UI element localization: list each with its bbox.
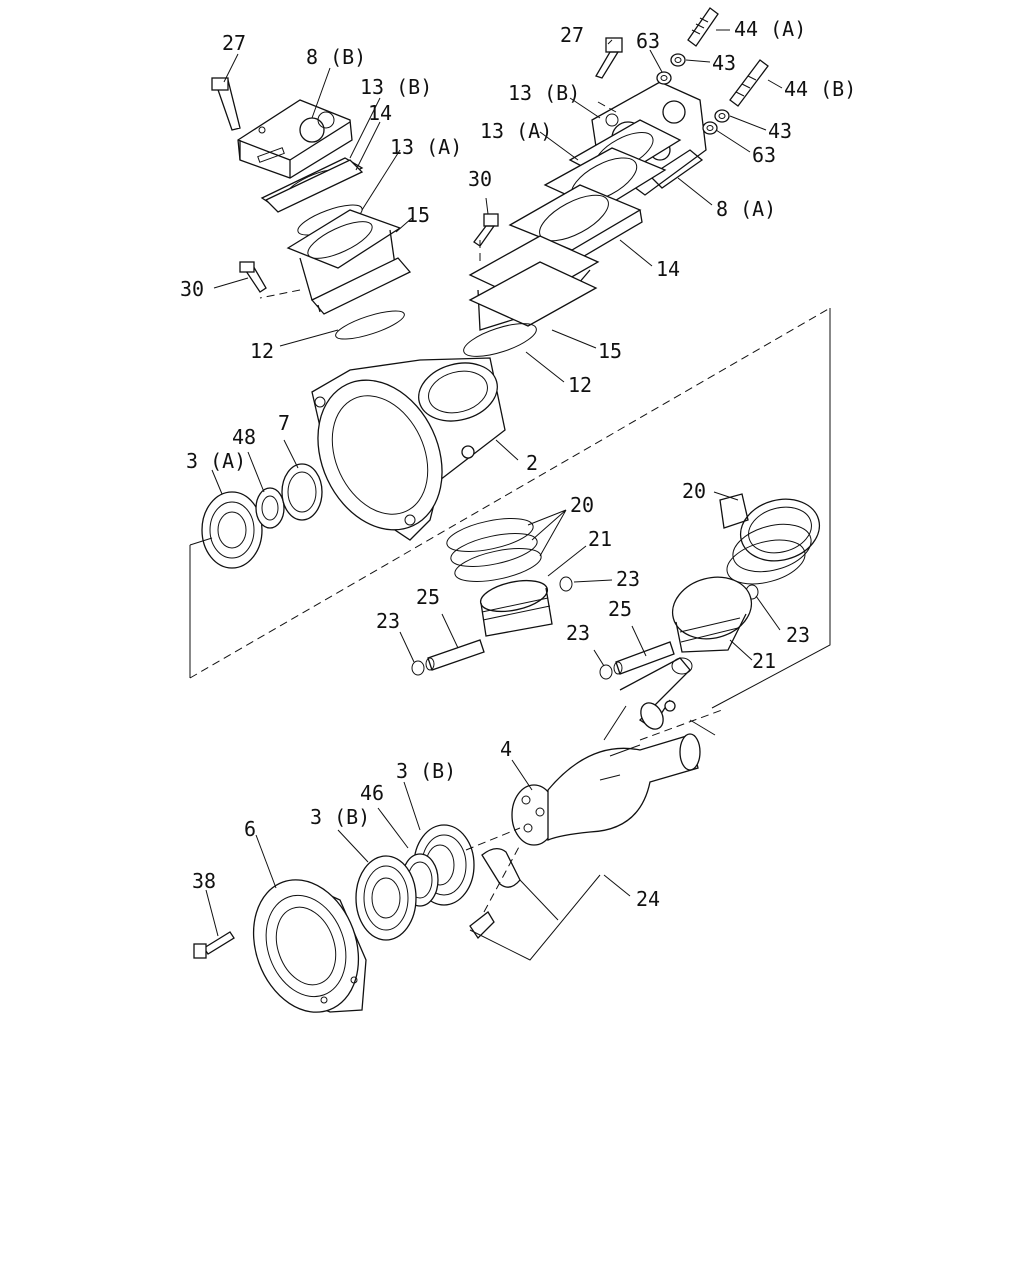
snap-ring-23-mid bbox=[559, 576, 573, 592]
label-25-left: 25 bbox=[416, 585, 440, 609]
ring-48 bbox=[255, 487, 285, 529]
leader-lines bbox=[205, 29, 783, 937]
connecting-rod bbox=[619, 657, 693, 730]
snap-ring-23-right2 bbox=[599, 664, 613, 680]
label-44b: 44 (B) bbox=[784, 77, 856, 101]
snap-ring-23-left bbox=[411, 660, 425, 676]
label-38: 38 bbox=[192, 869, 216, 893]
valve-plate-14-left bbox=[264, 159, 364, 213]
label-24: 24 bbox=[636, 887, 660, 911]
label-3b-right: 3 (B) bbox=[396, 759, 456, 783]
label-30-left: 30 bbox=[180, 277, 204, 301]
washer-43-right bbox=[714, 109, 730, 123]
label-4: 4 bbox=[500, 737, 512, 761]
label-20-mid: 20 bbox=[570, 493, 594, 517]
washer-63-right bbox=[702, 121, 718, 135]
crankcase-2 bbox=[311, 357, 506, 541]
label-15-right: 15 bbox=[598, 339, 622, 363]
label-2: 2 bbox=[526, 451, 538, 475]
cylinder-liner-15-left bbox=[286, 209, 412, 315]
label-12-left: 12 bbox=[250, 339, 274, 363]
label-3b-left: 3 (B) bbox=[310, 805, 370, 829]
label-43-top: 43 bbox=[712, 51, 736, 75]
pin-25-right bbox=[613, 641, 675, 675]
label-63-top: 63 bbox=[636, 29, 660, 53]
label-3a: 3 (A) bbox=[186, 449, 246, 473]
label-44a: 44 (A) bbox=[734, 17, 806, 41]
o-ring-12-right bbox=[463, 323, 537, 357]
label-20-right: 20 bbox=[682, 479, 706, 503]
cylinder-head-left bbox=[237, 99, 353, 179]
label-63-right: 63 bbox=[752, 143, 776, 167]
fitting-44a bbox=[687, 7, 719, 47]
label-12-right: 12 bbox=[568, 373, 592, 397]
washer-63-top bbox=[656, 71, 672, 85]
label-6: 6 bbox=[244, 817, 256, 841]
label-14-left: 14 bbox=[368, 101, 392, 125]
bolt-27-right bbox=[595, 37, 623, 79]
bolt-30-left bbox=[239, 261, 267, 293]
label-13a-left: 13 (A) bbox=[390, 135, 462, 159]
label-46: 46 bbox=[360, 781, 384, 805]
label-8a: 8 (A) bbox=[716, 197, 776, 221]
label-13a-right: 13 (A) bbox=[480, 119, 552, 143]
bearing-shell-upper bbox=[481, 848, 521, 888]
label-23-left: 23 bbox=[376, 609, 400, 633]
fitting-44b bbox=[729, 59, 769, 107]
pin-25-left bbox=[425, 639, 485, 671]
piston-rings-20-right bbox=[719, 493, 821, 585]
label-23-right2: 23 bbox=[566, 621, 590, 645]
bolt-30-right bbox=[473, 213, 499, 247]
cylinder-liner-15-right bbox=[468, 235, 600, 331]
label-48: 48 bbox=[232, 425, 256, 449]
label-14-right: 14 bbox=[656, 257, 680, 281]
label-27-left: 27 bbox=[222, 31, 246, 55]
bearing-3b-left bbox=[355, 855, 417, 941]
label-13b-right: 13 (B) bbox=[508, 81, 580, 105]
washer-43-top bbox=[670, 53, 686, 67]
bearing-3a bbox=[201, 491, 263, 569]
callout-labels: 27 8 (B) 13 (B) 14 13 (A) 15 30 12 27 63… bbox=[180, 17, 856, 911]
bolt-27-left bbox=[211, 77, 241, 131]
oil-seal-7 bbox=[281, 463, 323, 521]
piston-21-right bbox=[671, 576, 753, 653]
cover-6 bbox=[252, 879, 367, 1013]
label-13b-left: 13 (B) bbox=[360, 75, 432, 99]
label-43-right: 43 bbox=[768, 119, 792, 143]
piston-rings-20-mid bbox=[446, 518, 542, 582]
label-23-ring: 23 bbox=[786, 623, 810, 647]
o-ring-12-left bbox=[335, 310, 405, 340]
label-23-mid: 23 bbox=[616, 567, 640, 591]
label-25-right: 25 bbox=[608, 597, 632, 621]
label-21-mid: 21 bbox=[588, 527, 612, 551]
piston-21-mid bbox=[479, 579, 553, 637]
label-27-right: 27 bbox=[560, 23, 584, 47]
label-8b: 8 (B) bbox=[306, 45, 366, 69]
label-15-left: 15 bbox=[406, 203, 430, 227]
bolt-38 bbox=[193, 931, 235, 959]
label-7: 7 bbox=[278, 411, 290, 435]
label-30-right: 30 bbox=[468, 167, 492, 191]
assembly-lines bbox=[189, 101, 831, 961]
crankshaft-4 bbox=[511, 733, 701, 846]
label-21-right: 21 bbox=[752, 649, 776, 673]
bearing-shell-lower bbox=[469, 911, 495, 940]
